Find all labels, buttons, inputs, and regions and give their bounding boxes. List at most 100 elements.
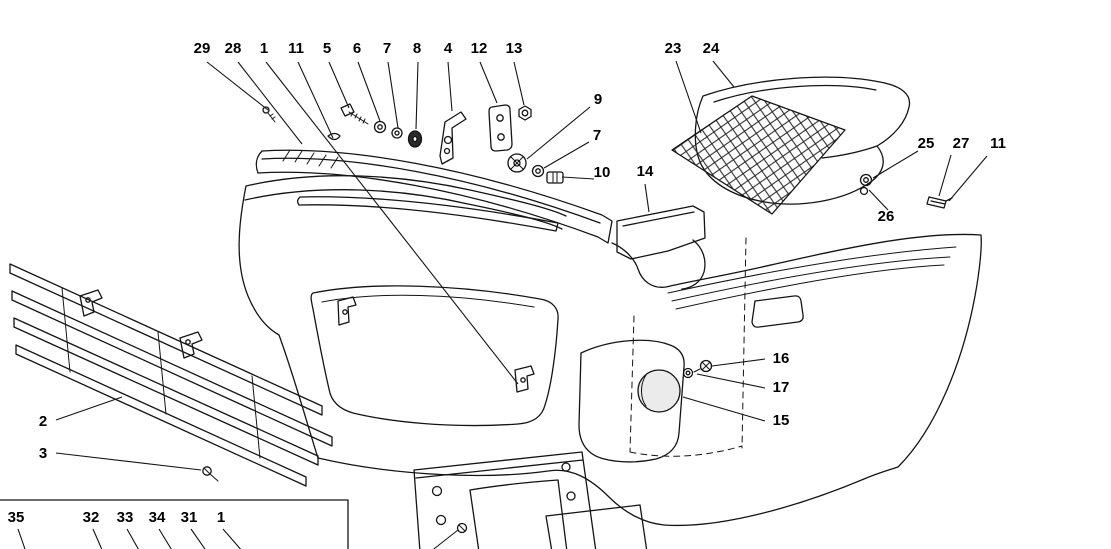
bumper-molding-lines bbox=[667, 246, 957, 310]
nut-13-hex bbox=[518, 105, 532, 121]
mesh-grille-23 bbox=[671, 95, 846, 215]
part-label-28: 28 bbox=[225, 40, 242, 57]
washer-7b-hole bbox=[535, 168, 541, 174]
part-label-25: 25 bbox=[918, 135, 935, 152]
part-label-11a: 11 bbox=[288, 40, 304, 57]
part-label-11b: 11 bbox=[990, 135, 1006, 152]
washer-6 bbox=[373, 120, 387, 134]
part-label-8: 8 bbox=[413, 40, 421, 57]
grille-tab-a bbox=[79, 289, 103, 317]
bar-hatching bbox=[282, 149, 339, 169]
nut-10-lines bbox=[552, 172, 558, 183]
bumper-artwork bbox=[0, 76, 982, 549]
fog-lamp-recess bbox=[578, 339, 685, 463]
part-label-5: 5 bbox=[323, 40, 331, 57]
washer-9 bbox=[507, 153, 527, 173]
washer-6-hole bbox=[377, 124, 383, 130]
bolt-5 bbox=[340, 103, 369, 125]
part-label-33: 33 bbox=[117, 509, 134, 526]
plate-12-hole-a bbox=[496, 114, 504, 122]
plate-12-body bbox=[488, 104, 513, 152]
part-label-27: 27 bbox=[953, 135, 970, 152]
grille-tab-a-hole bbox=[85, 297, 91, 303]
part-labels: 29 28 1 11 5 6 7 8 4 12 13 9 7 10 14 23 … bbox=[8, 40, 1006, 526]
plate-screw-head bbox=[456, 522, 468, 534]
fog-nut-16 bbox=[699, 359, 713, 373]
washer-9-outer bbox=[507, 153, 527, 173]
plate-hole-d bbox=[566, 491, 576, 501]
intake-bracket-right bbox=[514, 365, 535, 393]
bracket-4-hole-b bbox=[443, 147, 451, 155]
washer-25 bbox=[859, 173, 873, 196]
grille-tab-b bbox=[179, 331, 203, 359]
nut-13 bbox=[518, 105, 532, 121]
screw-29-head bbox=[262, 106, 270, 114]
part-label-2: 2 bbox=[39, 413, 47, 430]
part-label-14: 14 bbox=[637, 163, 654, 180]
gasket-strip bbox=[296, 196, 559, 232]
plate-bracket-outer bbox=[413, 451, 597, 549]
plate-screw-slot bbox=[433, 524, 466, 549]
hidden-seam-lines bbox=[629, 237, 747, 457]
intake-bracket-left bbox=[337, 296, 357, 326]
part-label-29: 29 bbox=[194, 40, 211, 57]
plate-hole-b bbox=[435, 514, 447, 526]
part-label-1b: 1 bbox=[217, 509, 225, 526]
bracket-4-body bbox=[439, 111, 467, 165]
washer-7b-outer bbox=[531, 164, 545, 178]
grille-surround-24 bbox=[694, 76, 911, 205]
grommet-8 bbox=[407, 130, 423, 148]
washer-7a-hole bbox=[394, 130, 400, 136]
leader-lines bbox=[17, 60, 988, 549]
part-label-17: 17 bbox=[773, 379, 790, 396]
washer-9-cross bbox=[510, 156, 524, 170]
fog-bolt-17-hole bbox=[685, 370, 691, 376]
grille-slats bbox=[9, 263, 333, 487]
screw-29-shaft bbox=[267, 112, 276, 123]
plate-12-hole-b bbox=[497, 133, 505, 141]
fog-lamp-detail bbox=[641, 374, 647, 407]
fog-bolt-17 bbox=[682, 367, 694, 379]
part-label-16: 16 bbox=[773, 350, 790, 367]
part-label-9: 9 bbox=[594, 91, 602, 108]
nut-13-hole bbox=[521, 109, 529, 117]
fog-lamp-disc bbox=[637, 369, 681, 413]
intake-bracket-left-hole bbox=[342, 309, 348, 315]
part-label-13: 13 bbox=[506, 40, 523, 57]
bracket-4-hole-a bbox=[443, 135, 453, 145]
inset-box-border bbox=[0, 499, 349, 549]
part-label-10: 10 bbox=[594, 164, 611, 181]
screw-29 bbox=[262, 106, 276, 123]
fog-nut-16-cross bbox=[693, 361, 711, 373]
clip-27-11 bbox=[926, 196, 953, 209]
washer-7b bbox=[531, 164, 545, 178]
grille-mount-tabs bbox=[79, 289, 203, 359]
plate-holes bbox=[431, 462, 576, 526]
part-label-26: 26 bbox=[878, 208, 895, 225]
plate-hole-a bbox=[431, 485, 443, 497]
air-intake-opening bbox=[310, 285, 559, 427]
nut-10 bbox=[546, 171, 564, 184]
part-label-31: 31 bbox=[181, 509, 198, 526]
grille-tab-b-hole bbox=[185, 339, 191, 345]
part-label-7b: 7 bbox=[593, 127, 601, 144]
nut-10-body bbox=[546, 171, 564, 184]
bracket-4 bbox=[439, 111, 467, 165]
screw-3-head bbox=[202, 466, 212, 476]
part-label-3: 3 bbox=[39, 445, 47, 462]
bolt-5-head bbox=[340, 103, 355, 117]
fog-lamp-hardware bbox=[682, 359, 713, 379]
bumper-outline bbox=[238, 175, 982, 527]
part-label-6: 6 bbox=[353, 40, 361, 57]
part-label-7a: 7 bbox=[383, 40, 391, 57]
screw-3 bbox=[202, 466, 219, 482]
washer-25-hole bbox=[863, 177, 869, 183]
screw-3-detail bbox=[203, 467, 219, 482]
washer-7a-outer bbox=[391, 127, 403, 139]
plate-bracket-inner bbox=[469, 479, 568, 549]
part-label-34: 34 bbox=[149, 509, 166, 526]
intake-bracket-right-hole bbox=[520, 377, 526, 383]
bracket-14 bbox=[616, 205, 706, 290]
nut-26 bbox=[859, 186, 869, 196]
